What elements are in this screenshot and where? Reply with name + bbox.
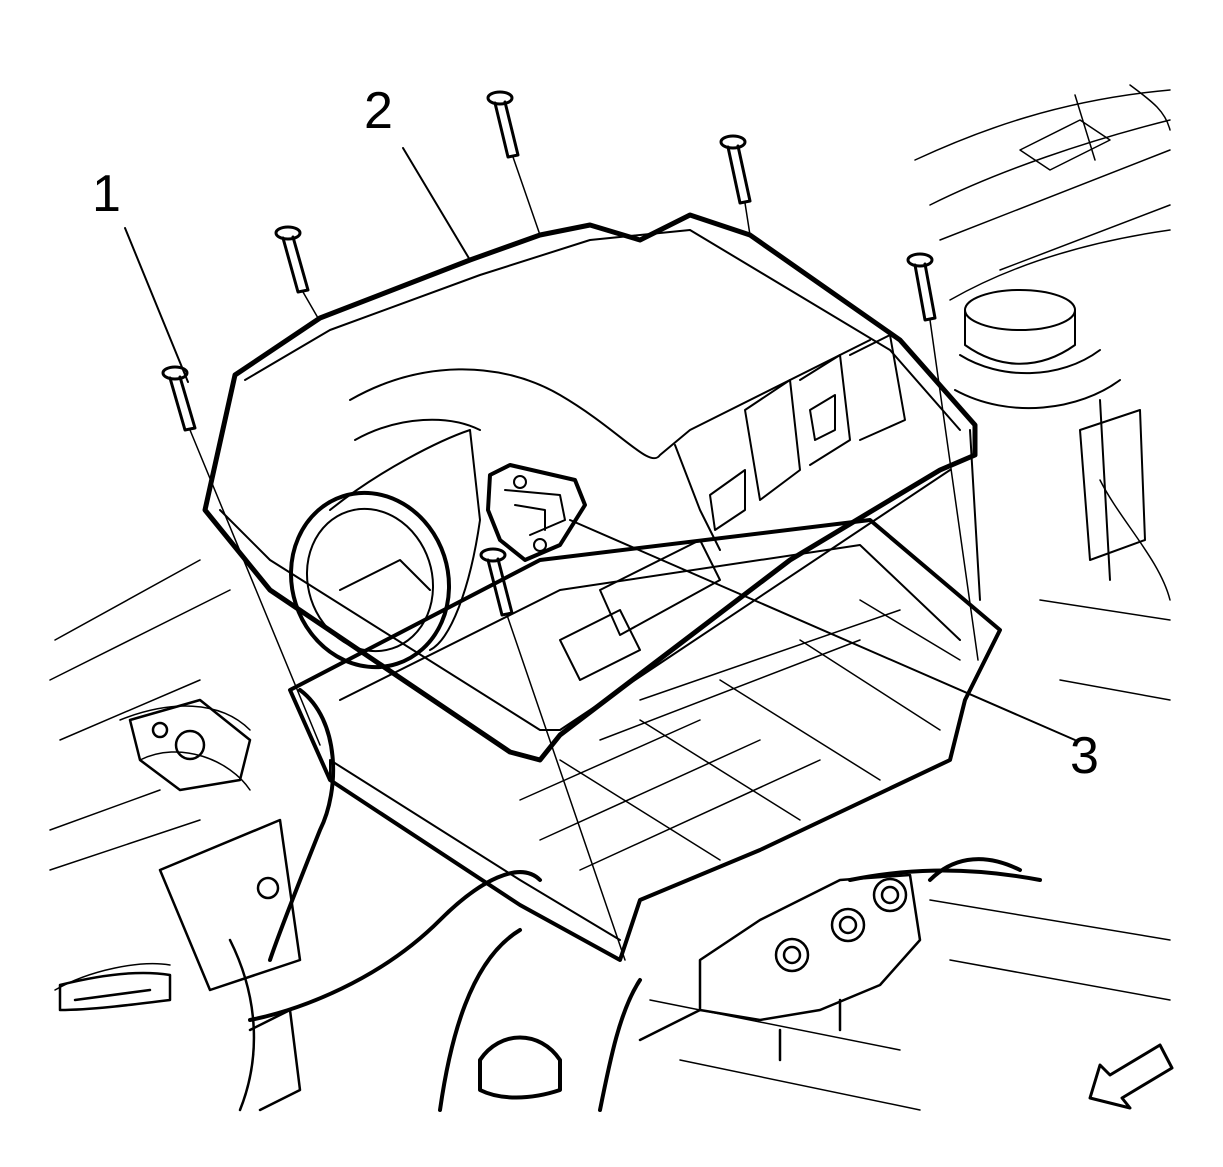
screw-1 xyxy=(161,365,197,432)
intake-outlet xyxy=(288,418,481,670)
hoses-and-wiring xyxy=(248,688,1042,1112)
maf-sensor-connector xyxy=(486,463,587,562)
callout-leader-lines xyxy=(124,147,1076,741)
front-direction-arrow-icon xyxy=(1088,1043,1174,1110)
screw-5 xyxy=(906,252,937,322)
screw-3 xyxy=(486,90,520,159)
screw-alignment-lines xyxy=(189,156,979,961)
screw-4 xyxy=(719,134,752,205)
screw-6 xyxy=(479,547,514,617)
screw-2 xyxy=(274,225,310,294)
callout-2: 2 xyxy=(364,82,393,140)
air-cleaner-lower-housing xyxy=(288,518,1002,962)
strut-mount xyxy=(954,289,1146,601)
callout-3: 3 xyxy=(1070,727,1099,785)
engine-mount-bracket xyxy=(638,873,922,1062)
left-side-components xyxy=(58,698,302,1112)
engine-bay-background xyxy=(49,84,1171,1111)
callout-1: 1 xyxy=(92,165,121,223)
